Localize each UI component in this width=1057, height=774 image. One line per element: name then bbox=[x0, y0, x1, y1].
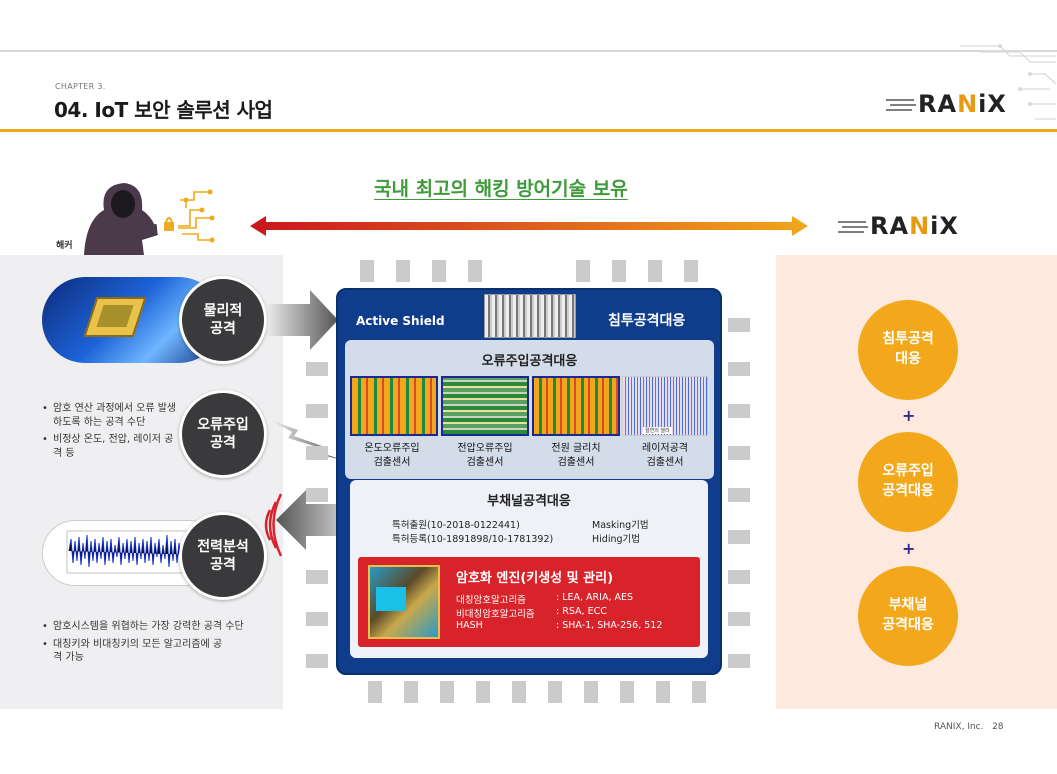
defense-fault-injection: 오류주입 공격대응 bbox=[858, 432, 958, 532]
sensor-image-temperature bbox=[350, 376, 438, 436]
title-underline bbox=[0, 129, 1057, 132]
patent-application: 특허출원(10-2018-0122441) bbox=[392, 520, 520, 531]
defense-intrusion: 침투공격 대응 bbox=[858, 300, 958, 400]
active-shield-label: Active Shield bbox=[356, 314, 445, 328]
attack-physical: 물리적 공격 bbox=[179, 276, 267, 364]
sensor-label: 온도오류주입 검출센서 bbox=[364, 443, 420, 468]
power-attack-bullets: 암호시스템을 위협하는 가장 강력한 공격 수단 대칭키와 비대칭키의 모든 알… bbox=[42, 620, 272, 669]
footer-page: RANIX, Inc. 28 bbox=[934, 722, 1004, 732]
sensor-image-voltage bbox=[441, 376, 529, 436]
circuit-decoration bbox=[960, 44, 1057, 120]
logo-circuit-mark-icon bbox=[886, 99, 916, 111]
crypto-key: 비대칭암호알고리즘 bbox=[456, 609, 535, 620]
crypto-engine-title: 암호화 엔진(키생성 및 관리) bbox=[456, 571, 614, 586]
logo-circuit-mark-icon bbox=[838, 221, 868, 233]
crypto-value: : RSA, ECC bbox=[556, 606, 607, 617]
crypto-key: 대칭암호알고리즘 bbox=[456, 595, 526, 606]
page-title: 04. IoT 보안 솔루션 사업 bbox=[54, 98, 273, 122]
sensor-image-laser: 절연의 셀라 bbox=[622, 376, 708, 436]
bullet-item: 암호 연산 과정에서 오류 발생하도록 하는 공격 수단 bbox=[42, 402, 182, 429]
sensor-label: 전압오류주입 검출센서 bbox=[457, 443, 513, 468]
signal-waves-icon bbox=[264, 493, 282, 557]
crypto-die-image bbox=[368, 565, 440, 639]
attack-fault-injection: 오류주입 공격 bbox=[179, 390, 267, 478]
bullet-item: 비정상 온도, 전압, 레이저 공격 등 bbox=[42, 433, 182, 460]
intrusion-defense-label: 침투공격대응 bbox=[608, 313, 686, 329]
ranix-logo: RANiX bbox=[870, 212, 959, 240]
lightning-icon bbox=[270, 420, 350, 462]
double-arrow bbox=[250, 216, 808, 236]
laser-cell-label: 절연의 셀라 bbox=[643, 427, 672, 434]
hacker-label: 해커 bbox=[56, 241, 73, 251]
crypto-value: : LEA, ARIA, AES bbox=[556, 592, 634, 603]
defense-side-channel: 부채널 공격대응 bbox=[858, 566, 958, 666]
side-channel-title: 부채널공격대응 bbox=[487, 494, 571, 509]
plus-sign: + bbox=[902, 406, 916, 425]
sensor-image-glitch bbox=[532, 376, 620, 436]
fault-defense-title: 오류주입공격대응 bbox=[481, 354, 578, 369]
active-shield-image bbox=[484, 294, 576, 338]
hacker-icon bbox=[84, 183, 215, 255]
hiding-technique: Hiding기법 bbox=[592, 534, 640, 545]
masking-technique: Masking기법 bbox=[592, 520, 649, 531]
headline: 국내 최고의 해킹 방어기술 보유 bbox=[374, 178, 628, 200]
patent-registration: 특허등록(10-1891898/10-1781392) bbox=[392, 534, 554, 545]
attack-power-analysis: 전력분석 공격 bbox=[179, 512, 267, 600]
sensor-label: 전원 글리치 검출센서 bbox=[551, 443, 601, 468]
sensor-label: 레이저공격 검출센서 bbox=[642, 443, 688, 468]
plus-sign: + bbox=[902, 539, 916, 558]
crypto-key: HASH bbox=[456, 620, 483, 631]
bullet-item: 대칭키와 비대칭키의 모든 알고리즘에 공격 가능 bbox=[42, 638, 227, 665]
bullet-item: 암호시스템을 위협하는 가장 강력한 공격 수단 bbox=[42, 620, 272, 634]
attack-arrow bbox=[268, 290, 338, 350]
top-divider bbox=[0, 50, 1057, 52]
fault-attack-bullets: 암호 연산 과정에서 오류 발생하도록 하는 공격 수단 비정상 온도, 전압,… bbox=[42, 402, 182, 464]
chapter-label: CHAPTER 3. bbox=[55, 82, 106, 91]
crypto-value: : SHA-1, SHA-256, 512 bbox=[556, 620, 663, 631]
ranix-logo: RANiX bbox=[918, 90, 1007, 118]
